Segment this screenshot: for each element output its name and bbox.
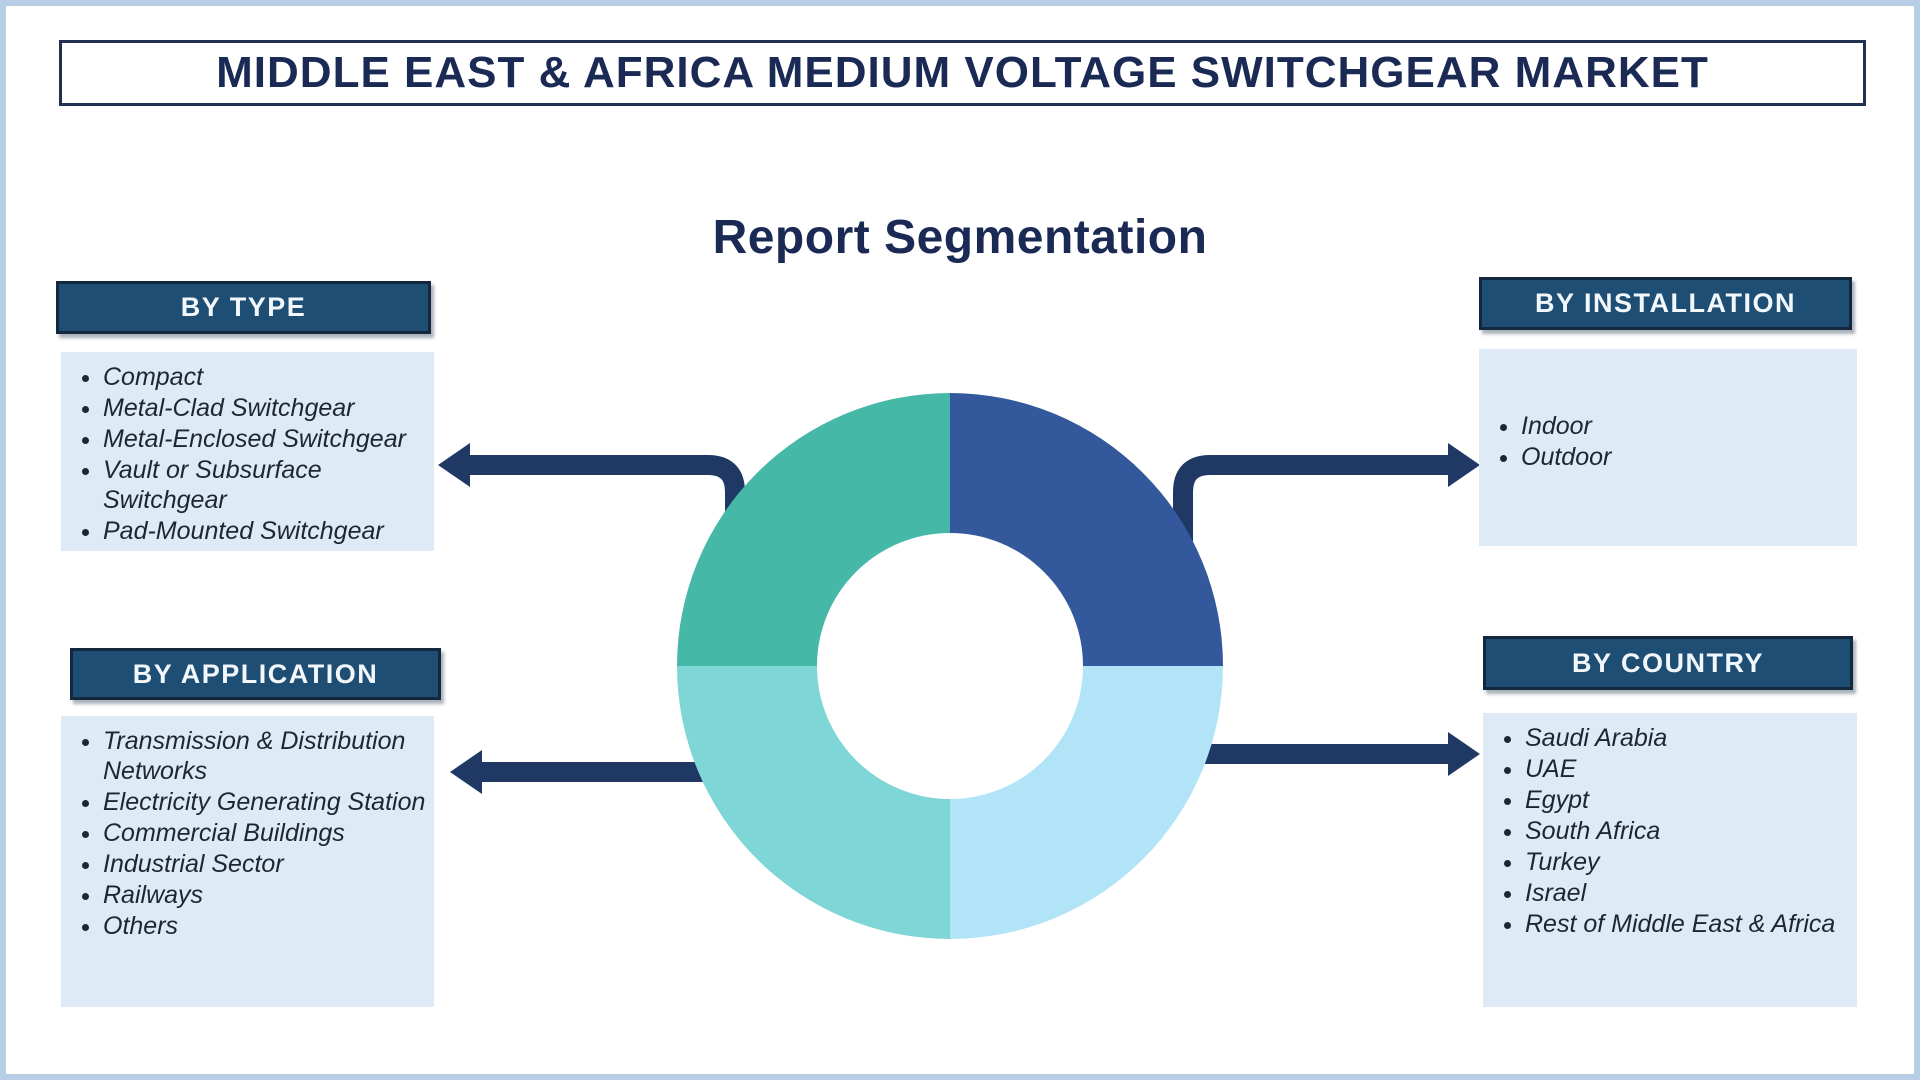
arrow-shaft	[1173, 455, 1448, 550]
donut-segment-top-left	[677, 393, 950, 666]
list-item: Compact	[103, 362, 430, 392]
bullet-list: CompactMetal-Clad SwitchgearMetal-Enclos…	[61, 352, 434, 555]
section-header-by-country: BY COUNTRY	[1483, 636, 1853, 690]
arrow-head	[450, 750, 482, 794]
section-header-by-type: BY TYPE	[56, 281, 431, 334]
title-box: MIDDLE EAST & AFRICA MEDIUM VOLTAGE SWIT…	[59, 40, 1866, 106]
arrow-head	[1448, 732, 1480, 776]
segmentation-graphic	[438, 393, 1480, 939]
section-list-by-type: CompactMetal-Clad SwitchgearMetal-Enclos…	[61, 352, 434, 551]
list-item: Railways	[103, 880, 430, 910]
list-item: Transmission & Distribution Networks	[103, 726, 430, 786]
list-item: Indoor	[1521, 411, 1853, 441]
list-item: Turkey	[1525, 847, 1853, 877]
section-list-by-country: Saudi ArabiaUAEEgyptSouth AfricaTurkeyIs…	[1483, 713, 1857, 1007]
list-item: Commercial Buildings	[103, 818, 430, 848]
arrow-shaft	[470, 455, 745, 550]
donut-segment-top-right	[950, 393, 1223, 666]
report-segmentation-heading: Report Segmentation	[712, 211, 1208, 264]
list-item: Electricity Generating Station	[103, 787, 430, 817]
list-item: Rest of Middle East & Africa	[1525, 909, 1853, 939]
list-item: Pad-Mounted Switchgear	[103, 516, 430, 546]
page-title: MIDDLE EAST & AFRICA MEDIUM VOLTAGE SWIT…	[216, 48, 1709, 97]
list-item: Metal-Enclosed Switchgear	[103, 424, 430, 454]
arrow-to-type	[438, 443, 745, 550]
list-item: Vault or Subsurface Switchgear	[103, 455, 430, 515]
section-header-by-application: BY APPLICATION	[70, 648, 441, 700]
list-item: Egypt	[1525, 785, 1853, 815]
list-item: Others	[103, 911, 430, 941]
list-item: UAE	[1525, 754, 1853, 784]
list-item: Israel	[1525, 878, 1853, 908]
list-item: South Africa	[1525, 816, 1853, 846]
list-item: Industrial Sector	[103, 849, 430, 879]
donut-segment-bottom-right	[950, 666, 1223, 939]
section-header-by-installation: BY INSTALLATION	[1479, 277, 1852, 330]
bullet-list: Saudi ArabiaUAEEgyptSouth AfricaTurkeyIs…	[1483, 713, 1857, 948]
bullet-list: IndoorOutdoor	[1479, 349, 1857, 481]
arrow-head	[1448, 443, 1480, 487]
donut-segment-bottom-left	[677, 666, 950, 939]
list-item: Metal-Clad Switchgear	[103, 393, 430, 423]
section-list-by-application: Transmission & Distribution NetworksElec…	[61, 716, 434, 1007]
bullet-list: Transmission & Distribution NetworksElec…	[61, 716, 434, 950]
arrow-head	[438, 443, 470, 487]
section-list-by-installation: IndoorOutdoor	[1479, 349, 1857, 546]
list-item: Outdoor	[1521, 442, 1853, 472]
donut-chart	[677, 393, 1223, 939]
list-item: Saudi Arabia	[1525, 723, 1853, 753]
arrow-to-installation	[1173, 443, 1480, 550]
